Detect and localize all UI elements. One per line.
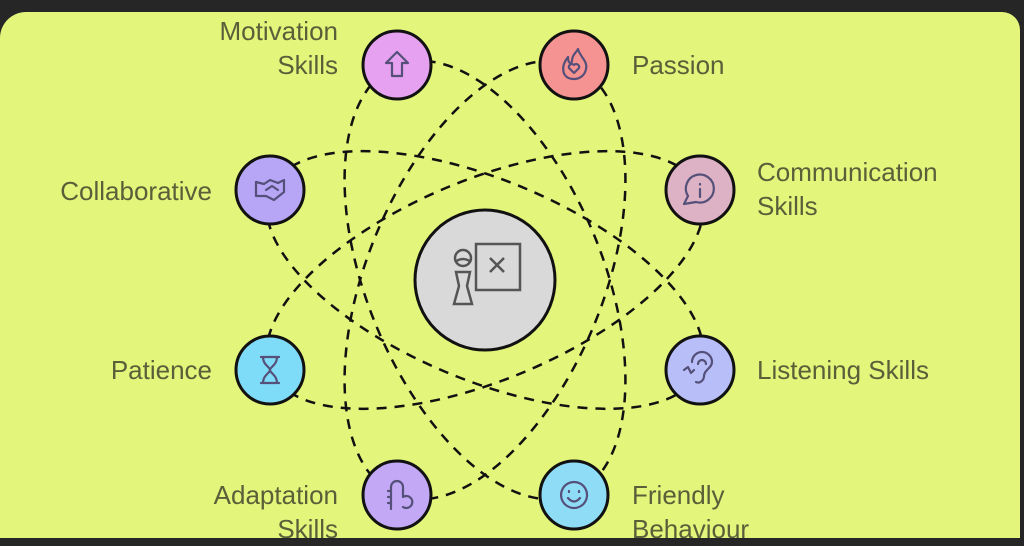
- arrow-up-icon: [384, 50, 410, 78]
- skill-label: Patience: [111, 353, 212, 387]
- diagram-canvas: [234, 29, 736, 531]
- skill-node: [361, 459, 433, 531]
- hourglass-icon: [259, 355, 281, 385]
- skill-node-circle: [538, 459, 610, 531]
- skill-label-line: Passion: [632, 50, 725, 80]
- skill-label: Listening Skills: [757, 353, 929, 387]
- skill-node-circle: [361, 459, 433, 531]
- skill-node: [664, 334, 736, 406]
- skill-label: Passion: [632, 48, 725, 82]
- skill-node-circle: [664, 334, 736, 406]
- chameleon-icon: [386, 479, 414, 511]
- ear-icon: [682, 350, 714, 384]
- skill-label-line: Friendly: [632, 480, 725, 510]
- skill-node: [538, 29, 610, 101]
- skill-label-line: Skills: [277, 514, 338, 538]
- info-speech-bubble-icon: [682, 173, 715, 206]
- skill-node-circle: [361, 29, 433, 101]
- skill-label-line: Collaborative: [60, 176, 212, 206]
- skill-label-line: Motivation: [219, 16, 339, 46]
- skill-label-line: Patience: [110, 355, 212, 385]
- skill-label-line: Adaptation: [213, 480, 338, 510]
- skill-node: [664, 154, 736, 226]
- skill-node: [361, 29, 433, 101]
- skill-label-line: Listening Skills: [757, 355, 929, 385]
- center-node: [413, 208, 557, 352]
- skill-label-line: Communication: [757, 157, 938, 187]
- skill-label-line: Skills: [757, 191, 818, 221]
- teacher-board-icon: [452, 242, 522, 306]
- smiley-icon: [559, 480, 589, 510]
- flame-heart-icon: [562, 47, 588, 81]
- skill-label-line: Skills: [277, 50, 338, 80]
- skill-node: [234, 334, 306, 406]
- skill-label-line: Behaviour: [632, 514, 750, 538]
- skill-node: [234, 154, 306, 226]
- skill-label: Collaborative: [60, 174, 212, 208]
- skill-node-circle: [234, 154, 306, 226]
- handshake-icon: [254, 178, 286, 202]
- skill-node: [538, 459, 610, 531]
